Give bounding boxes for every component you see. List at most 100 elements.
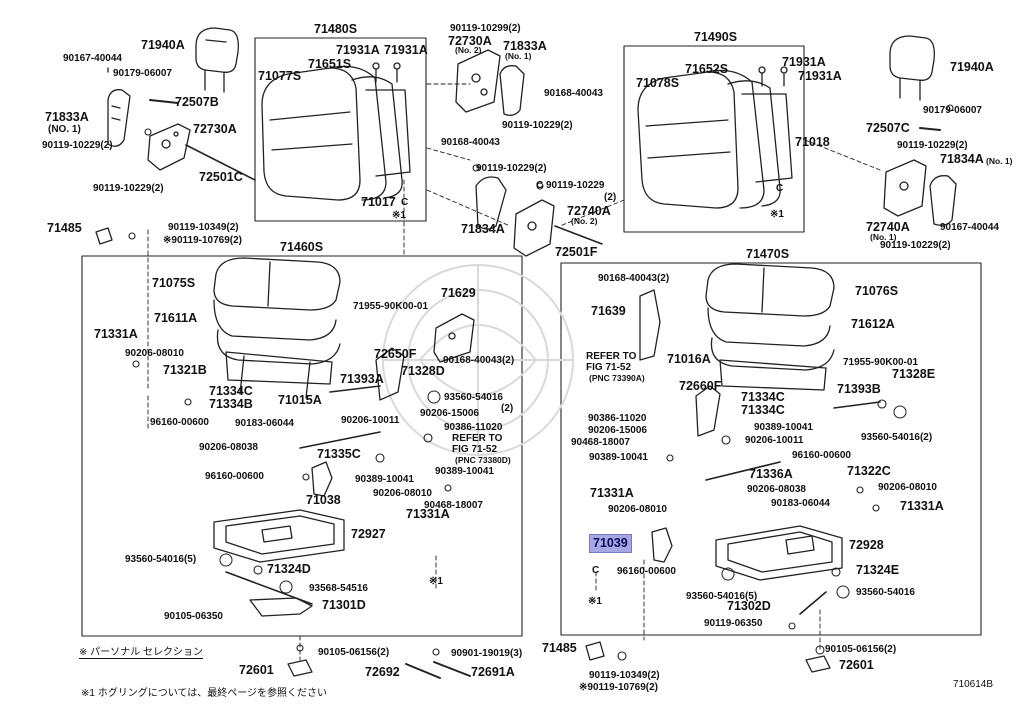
part-label-qty-2: (2) (501, 403, 514, 414)
s-mark-symbols (219, 390, 907, 599)
part-label-90901-19019: 90901-19019(3) (451, 648, 523, 659)
part-label-71018: 71018 (795, 135, 830, 149)
part-label-90206-15006: 90206-15006 (420, 408, 479, 419)
refer-to-text: REFER TO (452, 433, 503, 444)
part-label-90105-06156: 90105-06156(2) (318, 647, 390, 658)
cover-71834A-mid (475, 176, 507, 230)
latch-71039 (651, 527, 673, 563)
cover-71834A-right (929, 175, 957, 226)
part-label-71931A: 71931A (336, 43, 380, 57)
part-label-71038: 71038 (306, 493, 341, 507)
part-label-90119-10349: 90119-10349(2) (589, 670, 660, 681)
hog-ring-c: C (401, 197, 409, 208)
part-label-71039-highlighted[interactable]: 71039 (589, 534, 632, 553)
part-label-71331A: 71331A (94, 327, 138, 341)
bracket-72740A-right (883, 159, 927, 217)
part-label-72501C: 72501C (199, 170, 243, 184)
part-label-90468-18007: 90468-18007 (571, 437, 630, 448)
bracket-71301D (249, 597, 313, 617)
part-label-90119-10349: 90119-10349(2) (168, 222, 239, 233)
part-label-71302D: 71302D (727, 599, 771, 613)
part-label-90206-08010: 90206-08010 (608, 504, 667, 515)
cushion-71470S (705, 263, 835, 391)
part-label-71334C: 71334C (741, 403, 785, 417)
note-x1: ※1 (770, 209, 784, 220)
refer-pnc-text: (PNC 73390A) (589, 373, 645, 383)
bracket-71629 (433, 313, 475, 363)
part-label-72660F: 72660F (679, 379, 722, 393)
part-label-93568-54516: 93568-54516 (309, 583, 368, 594)
part-label-no1: (No. 1) (505, 51, 532, 61)
headrest-right (889, 35, 935, 101)
part-label-72650F: 72650F (374, 347, 417, 361)
dash-leaders-upper (147, 83, 511, 391)
part-label-71940A-left: 71940A (141, 38, 185, 52)
part-label-90119-10769: ※90119-10769(2) (163, 235, 242, 246)
part-label-71334C: 71334C (741, 390, 785, 404)
part-label-72740A-mid: 72740A (567, 204, 611, 218)
part-label-71834A-mid: 71834A (461, 222, 505, 236)
part-label-71834A-right: 71834A (940, 152, 984, 166)
part-label-71301D: 71301D (322, 598, 366, 612)
part-label-71955-90K00-01: 71955-90K00-01 (353, 301, 429, 312)
part-label-90119-10229: 90119-10229(2) (42, 140, 113, 151)
part-label-90386-11020: 90386-11020 (444, 422, 503, 433)
part-label-71017: 71017 (361, 195, 396, 209)
part-label-71652S: 71652S (685, 62, 729, 76)
part-label-90168-40043: 90168-40043(2) (598, 273, 670, 284)
part-label-93560-54016: 93560-54016(2) (861, 432, 933, 443)
figure-code: 710614B (953, 679, 994, 690)
part-label-96160-00600: 96160-00600 (792, 450, 851, 461)
cable-72501C (185, 144, 256, 181)
part-label-90386-11020: 90386-11020 (588, 413, 647, 424)
refer-fig-text: FIG 71-52 (586, 362, 632, 373)
part-label-71331A: 71331A (590, 486, 634, 500)
part-label-71328E: 71328E (892, 367, 936, 381)
group-label-71490S: 71490S (694, 30, 738, 44)
part-label-93560-54016: 93560-54016(5) (125, 554, 197, 565)
part-label-93560-54016: 93560-54016 (856, 587, 915, 598)
headrest-left (195, 27, 239, 93)
dash-leaders-right (595, 559, 821, 651)
bracket-72730A-mid (455, 49, 501, 113)
footnote: ※1 ホグリングについては、最終ページを参照ください (81, 688, 328, 699)
part-label-90206-08038: 90206-08038 (199, 442, 258, 453)
part-label-no2: (No. 2) (455, 45, 482, 55)
dash-leaders-left (147, 395, 437, 661)
seat-frame-72928 (715, 525, 843, 581)
part-label-93560-54016: 93560-54016(5) (686, 591, 758, 602)
part-label-90179-06007: 90179-06007 (113, 68, 172, 79)
part-label-72928: 72928 (849, 538, 884, 552)
legend-symbol: ※ (79, 647, 88, 658)
part-label-71334B: 71334B (209, 397, 253, 411)
part-label-72601: 72601 (239, 663, 274, 677)
latch-71038 (311, 461, 333, 497)
part-label-no1-left: (NO. 1) (48, 124, 81, 135)
part-label-90168-40043: 90168-40043(2) (443, 355, 515, 366)
hog-ring-c: C (592, 565, 600, 576)
part-label-71324E: 71324E (856, 563, 900, 577)
part-label-71322C: 71322C (847, 464, 891, 478)
part-label-72691A: 72691A (471, 665, 515, 679)
part-label-90468-18007: 90468-18007 (424, 500, 483, 511)
part-label-90167-40044: 90167-40044 (63, 53, 122, 64)
part-label-90119-10769: ※90119-10769(2) (579, 682, 658, 693)
note-x1: ※1 (429, 576, 443, 587)
part-label-72730A-mid: 72730A (448, 34, 492, 48)
part-label-90206-08010: 90206-08010 (125, 348, 184, 359)
part-label-90206-08010: 90206-08010 (878, 482, 937, 493)
part-label-71076S: 71076S (855, 284, 899, 298)
hog-ring-c: C (776, 183, 784, 194)
part-label-90206-15006: 90206-15006 (588, 425, 647, 436)
part-label-90389-10041: 90389-10041 (355, 474, 414, 485)
part-label-96160-00600: 96160-00600 (617, 566, 676, 577)
part-label-90183-06044: 90183-06044 (771, 498, 830, 509)
part-label-90168-40043: 90168-40043 (441, 137, 500, 148)
part-label-90119-10229: 90119-10229(2) (897, 140, 968, 151)
cushion-71460S (213, 257, 341, 399)
bracket-72740A-mid (513, 199, 555, 257)
part-label-71324D: 71324D (267, 562, 311, 576)
refer-to-text: REFER TO (586, 351, 637, 362)
lever-72660F (695, 385, 721, 437)
part-label-71336A: 71336A (749, 467, 793, 481)
